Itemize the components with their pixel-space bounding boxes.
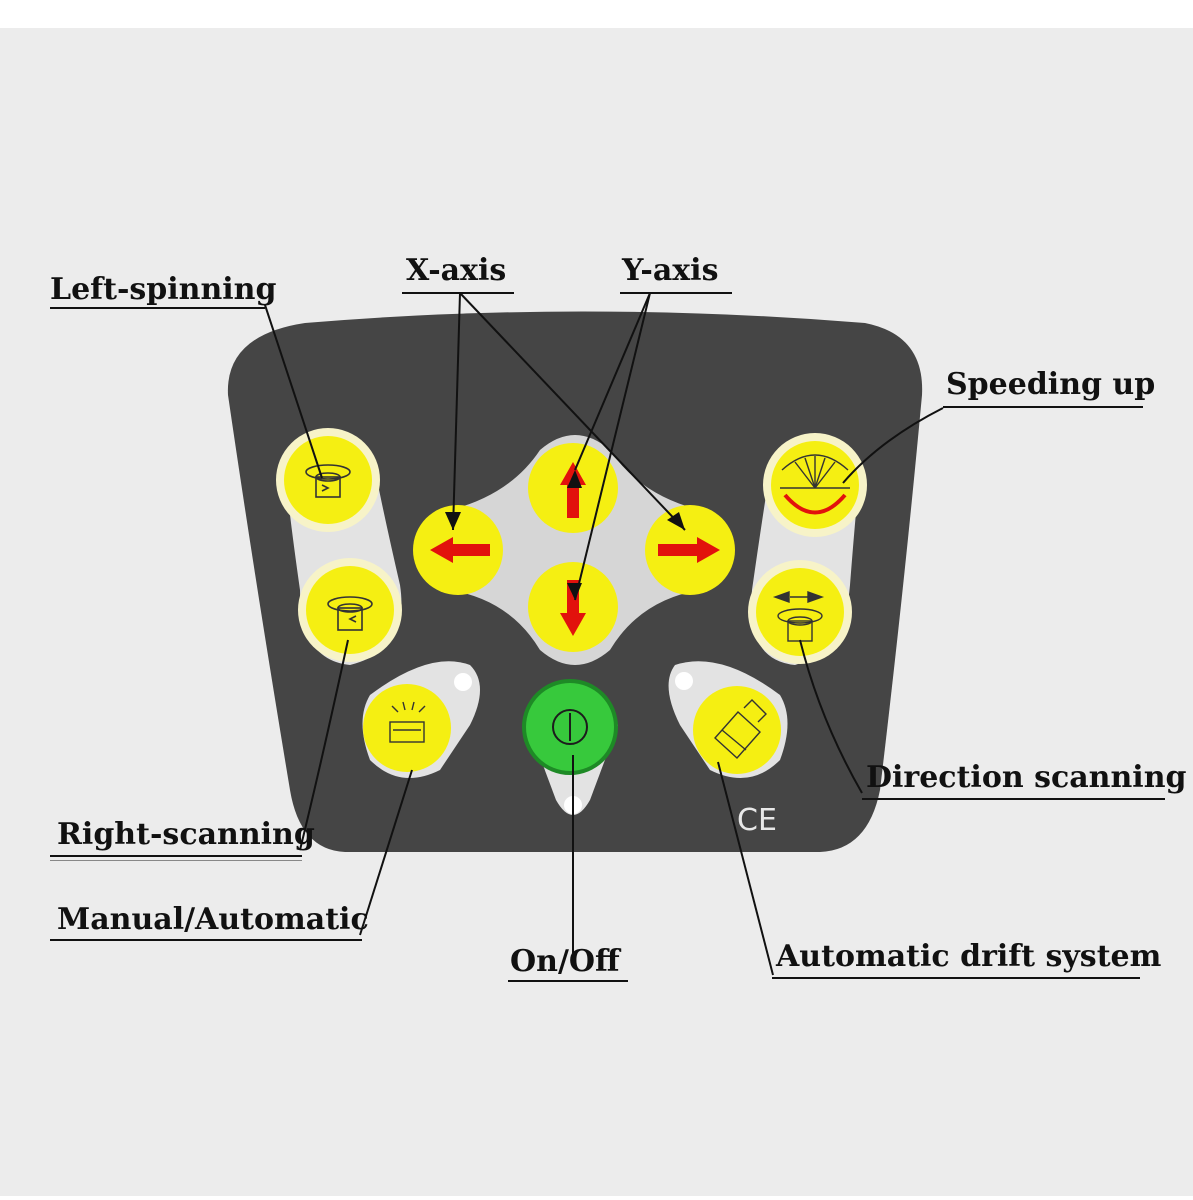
direction-scanning-button[interactable] <box>756 568 844 656</box>
arrow-left-icon <box>430 537 490 563</box>
label-y-axis: Y-axis <box>622 253 719 288</box>
label-right-scanning: Right-scanning <box>57 817 315 852</box>
manual-automatic-button[interactable] <box>362 661 481 778</box>
underline-left-spinning <box>50 307 265 309</box>
underline-y-axis <box>620 292 732 294</box>
underline-automatic-drift-system <box>772 977 1140 979</box>
x-axis-left-button[interactable] <box>413 505 503 595</box>
label-automatic-drift-system: Automatic drift system <box>776 939 1162 974</box>
underline-on-off <box>508 980 628 982</box>
underline-x-axis <box>402 292 514 294</box>
arrow-down-icon <box>560 580 586 636</box>
label-on-off: On/Off <box>510 944 620 979</box>
level-light-icon <box>389 701 426 743</box>
drift-lens-icon <box>714 699 767 759</box>
direction-scan-icon <box>772 591 825 642</box>
x-axis-right-button[interactable] <box>645 505 735 595</box>
label-direction-scanning: Direction scanning <box>866 760 1187 795</box>
underline-direction-scanning <box>862 798 1165 800</box>
label-manual-automatic: Manual/Automatic <box>57 902 369 937</box>
leader-arrowheads <box>445 470 685 600</box>
speed-fan-icon <box>780 454 850 515</box>
underline-speeding-up <box>943 406 1143 408</box>
arrow-right-icon <box>658 537 720 563</box>
underline-right-scanning <box>50 855 302 857</box>
cylinder-rotate-left-icon <box>305 464 351 498</box>
automatic-drift-button[interactable] <box>668 661 788 778</box>
left-spinning-button[interactable] <box>284 436 372 524</box>
cylinder-rotate-right-icon <box>327 596 373 631</box>
leader-lines <box>264 292 944 976</box>
y-axis-down-button[interactable] <box>528 562 618 652</box>
underline-manual-automatic <box>50 939 362 941</box>
ce-mark: CE <box>737 803 777 838</box>
speeding-up-button[interactable] <box>771 441 859 529</box>
right-scanning-button[interactable] <box>306 566 394 654</box>
label-left-spinning: Left-spinning <box>50 272 277 307</box>
arrow-up-icon <box>560 462 586 518</box>
label-x-axis: X-axis <box>406 253 507 288</box>
power-icon <box>552 709 588 745</box>
label-speeding-up: Speeding up <box>946 367 1156 402</box>
underline-right-scanning-shadow <box>50 860 302 861</box>
